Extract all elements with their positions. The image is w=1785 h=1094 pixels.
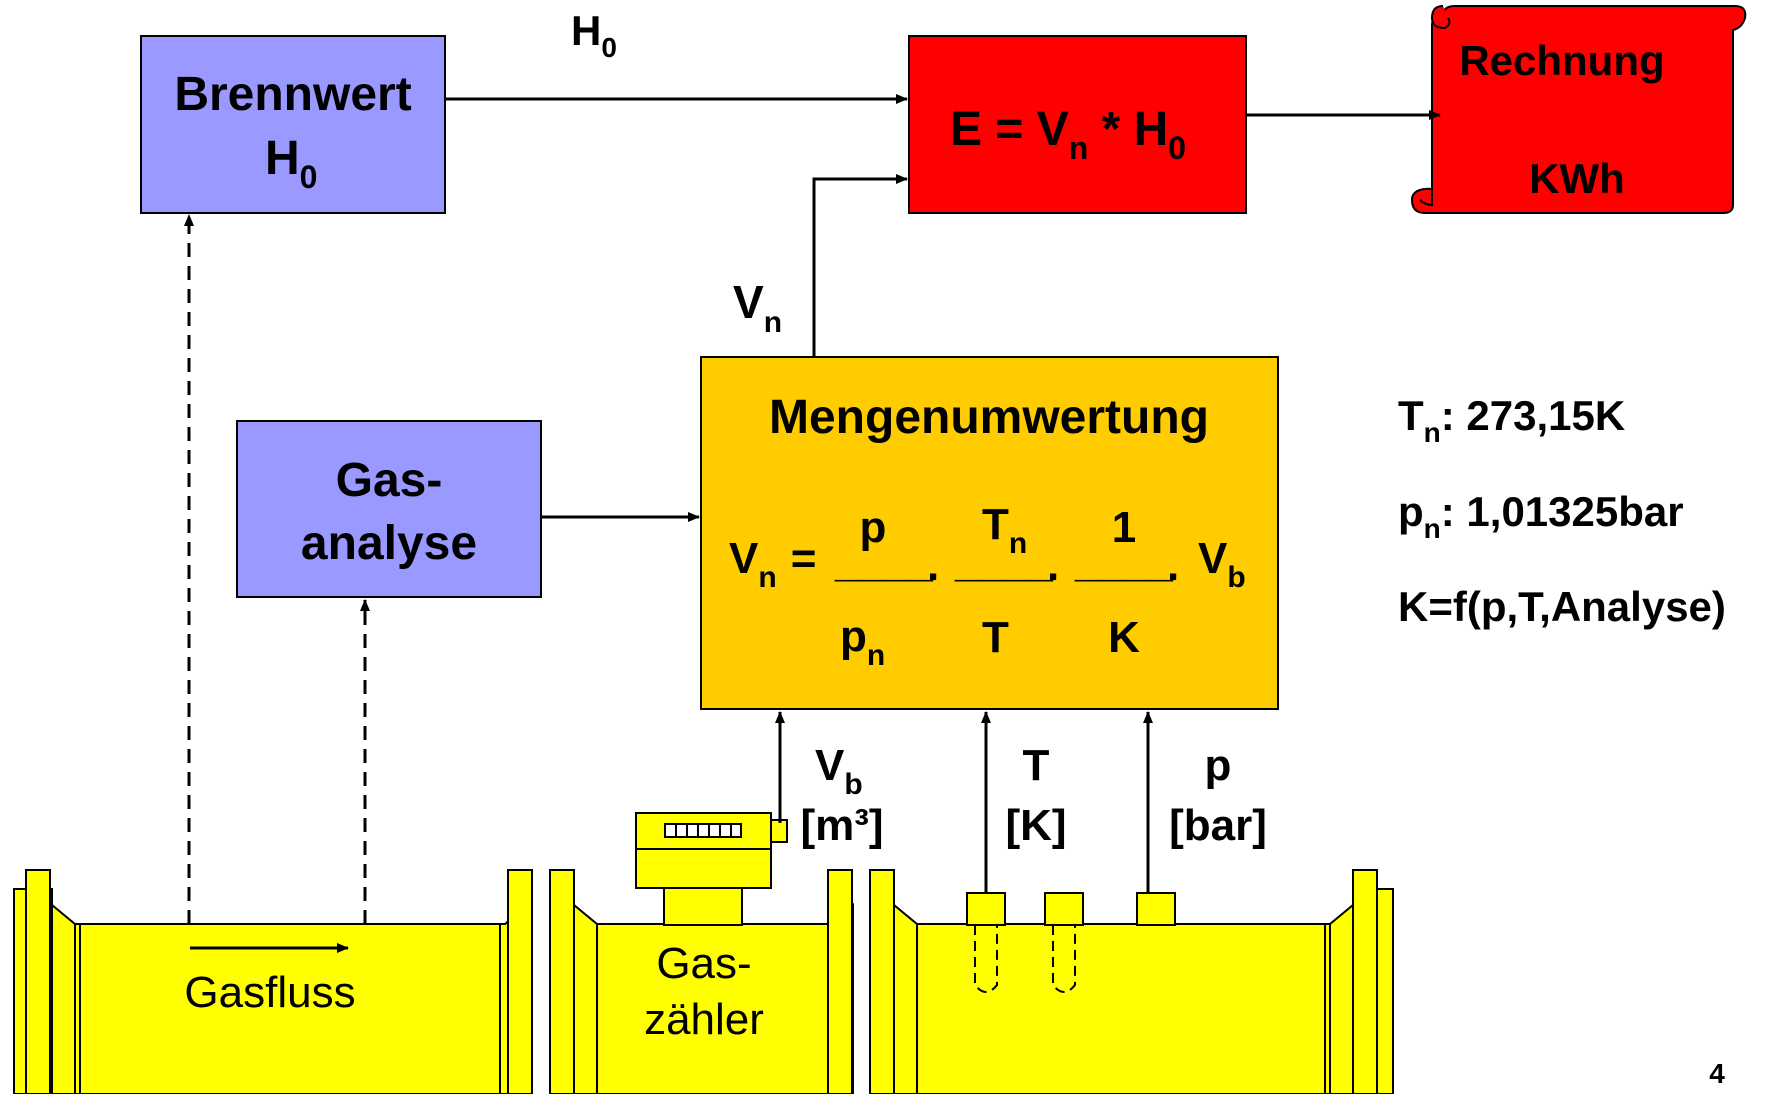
- arrow-vn-to-energy: [812, 174, 908, 357]
- page-number: 4: [1709, 1058, 1725, 1089]
- mengenumwertung-title: Mengenumwertung: [769, 391, 1209, 444]
- formula-lhs: Vn=: [729, 534, 816, 594]
- energy-formula: E = Vn * H0: [950, 103, 1186, 166]
- pipe-assembly: [13, 812, 1394, 1094]
- meter-counter-display: [664, 823, 742, 838]
- temperature-sensor: [966, 892, 1006, 926]
- meter-label-1: Gas-: [656, 939, 751, 988]
- constant-tn: Tn: 273,15K: [1398, 392, 1625, 448]
- flow-label: Gasfluss: [184, 968, 355, 1017]
- gasanalyse-label-1: Gas-: [336, 454, 443, 507]
- conversion-formula: Vn= p ____ pn . Tn ____ T . 1 ____ K . V…: [729, 500, 1246, 672]
- fraction1-bar: ____: [834, 537, 933, 586]
- sensor-probe: [974, 925, 998, 993]
- h0-label: H0: [571, 7, 617, 63]
- signal-t-unit: [K]: [1005, 801, 1066, 850]
- pipe-flange-mid-right: [827, 869, 853, 1094]
- brennwert-symbol: H0: [265, 132, 317, 195]
- sensor-well: [1044, 892, 1084, 926]
- fraction2-bar: ____: [954, 537, 1053, 586]
- fraction2-denominator: T: [982, 613, 1009, 662]
- pipe-flange-right-outer: [1376, 888, 1394, 1094]
- pressure-sensor: [1136, 892, 1176, 926]
- meter-neck: [663, 886, 743, 926]
- signal-vb-unit: [m³]: [800, 801, 883, 850]
- fraction3-denominator: K: [1108, 613, 1140, 662]
- invoice-title: Rechnung: [1459, 37, 1664, 84]
- pipe-section-right: [893, 902, 1354, 1094]
- meter-body: [635, 847, 772, 889]
- brennwert-label: Brennwert: [174, 68, 411, 121]
- signal-vb-label: Vb: [815, 741, 863, 801]
- invoice-scroll: [1410, 5, 1747, 214]
- gasanalyse-label-2: analyse: [301, 517, 477, 570]
- fraction1-denominator: pn: [840, 612, 885, 672]
- constant-k-formula: K=f(p,T,Analyse): [1398, 583, 1726, 630]
- pipe-flange-left: [25, 869, 51, 1094]
- constant-pn: pn: 1,01325bar: [1398, 488, 1684, 544]
- invoice-unit: KWh: [1529, 155, 1625, 202]
- mengenumwertung-box: [700, 356, 1279, 710]
- pipe-flange-mid-left-2: [549, 869, 575, 1094]
- multiply-dot-2: .: [1047, 541, 1059, 590]
- fraction3-bar: ____: [1074, 537, 1173, 586]
- meter-pulse-output: [770, 819, 788, 843]
- sensor-probe: [1052, 925, 1076, 993]
- signal-p-unit: [bar]: [1169, 801, 1267, 850]
- fraction1-numerator: p: [860, 503, 887, 552]
- signal-t-label: T: [1023, 741, 1050, 790]
- multiply-dot-1: .: [927, 541, 939, 590]
- pipe-flange-mid-right-2: [869, 869, 895, 1094]
- signal-p-label: p: [1205, 741, 1232, 790]
- meter-label-2: zähler: [644, 995, 764, 1044]
- fraction2-numerator: Tn: [982, 500, 1027, 560]
- vn-label: Vn: [733, 276, 782, 339]
- energy-formula-box: [908, 35, 1247, 214]
- formula-rhs: Vb: [1198, 534, 1246, 594]
- multiply-dot-3: .: [1167, 541, 1179, 590]
- brennwert-box: [140, 35, 446, 214]
- pipe-flange-right: [1352, 869, 1378, 1094]
- pipe-flange-mid-left: [507, 869, 533, 1094]
- connectors: [184, 94, 1441, 953]
- fraction3-numerator: 1: [1112, 503, 1136, 552]
- gasanalyse-box: [236, 420, 542, 598]
